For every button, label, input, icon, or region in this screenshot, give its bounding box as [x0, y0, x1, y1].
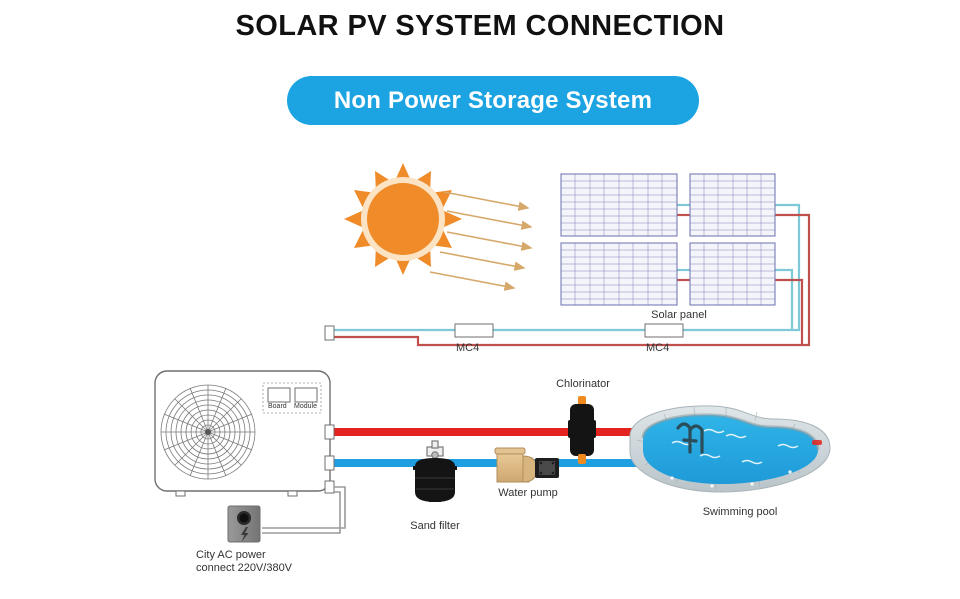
- city-ac-power-outlet: [227, 505, 261, 543]
- page-title: SOLAR PV SYSTEM CONNECTION: [235, 10, 725, 42]
- pool-ladder: [676, 422, 704, 454]
- sun-icon: [344, 163, 462, 275]
- solar-panel-array: [560, 173, 776, 306]
- label-swimming-pool: Swimming pool: [702, 506, 778, 518]
- mc4-connector-left: [454, 323, 494, 338]
- label-chlorinator: Chlorinator: [556, 378, 610, 390]
- label-city-ac-power-line1: City AC power: [196, 549, 266, 561]
- label-heatpump-module: Module: [294, 403, 317, 410]
- heat-pump-unit: [154, 325, 335, 497]
- sun-rays: [429, 191, 533, 291]
- subtitle-badge: Non Power Storage System: [287, 76, 699, 125]
- dc-wiring: [329, 203, 811, 347]
- label-city-ac-power-line2: connect 220V/380V: [196, 562, 293, 574]
- water-pump: [494, 447, 559, 483]
- subtitle-badge-label: Non Power Storage System: [333, 86, 653, 114]
- mc4-connector-right: [644, 323, 684, 338]
- label-heatpump-board: Board: [268, 403, 287, 410]
- swimming-pool: [629, 405, 831, 493]
- ac-power-cable: [262, 486, 346, 534]
- label-mc4-left: MC4: [456, 342, 480, 354]
- sand-filter: [413, 440, 457, 502]
- label-sand-filter: Sand filter: [410, 520, 460, 532]
- label-water-pump: Water pump: [498, 487, 558, 499]
- chlorinator: [568, 396, 596, 464]
- solar-panel-module: [689, 242, 776, 306]
- label-solar-panel: Solar panel: [651, 309, 707, 321]
- solar-panel-module: [560, 242, 678, 306]
- label-mc4-right: MC4: [646, 342, 670, 354]
- solar-panel-module: [689, 173, 776, 237]
- solar-panel-module: [560, 173, 678, 237]
